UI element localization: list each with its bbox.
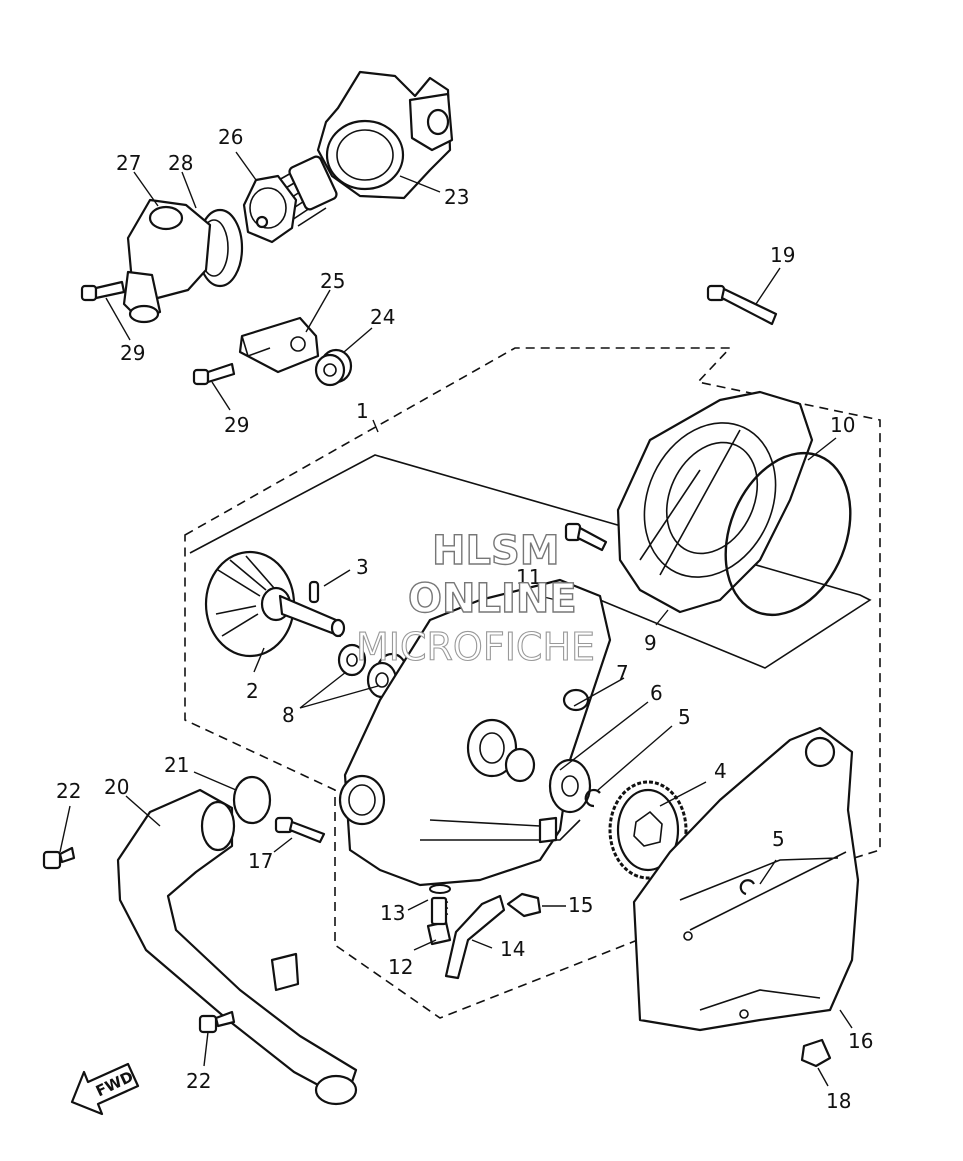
callout-labels: 1 2 3 4 5 5 6 7 8 9 10 11 12 13 14 15 16… xyxy=(56,125,873,1113)
callout-13: 13 xyxy=(380,901,405,925)
callout-29-upper: 29 xyxy=(120,341,145,365)
leader-lines xyxy=(59,151,853,1087)
callout-17: 17 xyxy=(248,849,273,873)
callout-20: 20 xyxy=(104,775,129,799)
callout-26: 26 xyxy=(218,125,243,149)
impeller-shaft xyxy=(204,550,346,658)
fwd-direction-arrow: FWD xyxy=(70,1062,140,1116)
callout-4: 4 xyxy=(714,759,727,783)
o-ring-21 xyxy=(232,775,272,825)
circlip-small xyxy=(739,879,755,896)
callout-6: 6 xyxy=(650,681,663,705)
callout-28: 28 xyxy=(168,151,193,175)
bolt-19 xyxy=(706,284,778,326)
plug xyxy=(800,1038,832,1068)
bolt-11 xyxy=(564,522,608,552)
callout-11: 11 xyxy=(516,565,541,589)
callout-23: 23 xyxy=(444,185,469,209)
watermark-line-1: HLSM xyxy=(432,528,560,574)
bracket xyxy=(238,316,320,374)
hose xyxy=(444,894,506,980)
watermark: HLSM ONLINE MICROFICHE xyxy=(355,527,595,669)
bolt-29-lower xyxy=(192,362,236,386)
callout-27: 27 xyxy=(116,151,141,175)
watermark-line-3: MICROFICHE xyxy=(356,625,595,669)
gasket-washer xyxy=(429,884,451,894)
callout-12: 12 xyxy=(388,955,413,979)
gasket-plate xyxy=(632,726,860,1032)
callout-1: 1 xyxy=(356,399,369,423)
callout-16: 16 xyxy=(848,1029,873,1053)
callout-21: 21 xyxy=(164,753,189,777)
circlip xyxy=(584,788,601,808)
callout-24: 24 xyxy=(370,305,395,329)
drain-bolt xyxy=(426,896,452,946)
callout-7: 7 xyxy=(616,661,629,685)
callout-15: 15 xyxy=(568,893,593,917)
drive-gear xyxy=(608,780,688,880)
thermostat-cover xyxy=(122,198,244,324)
water-pump-housing xyxy=(338,578,612,887)
callout-29-lower: 29 xyxy=(224,413,249,437)
thermostat-spring xyxy=(269,155,338,227)
callout-9: 9 xyxy=(644,631,657,655)
callout-18: 18 xyxy=(826,1089,851,1113)
bolt-29-upper xyxy=(80,280,126,302)
callout-22-upper: 22 xyxy=(56,779,81,803)
inner-group-line xyxy=(189,454,872,669)
callout-22-lower: 22 xyxy=(186,1069,211,1093)
callout-3: 3 xyxy=(356,555,369,579)
thermostat xyxy=(242,174,298,244)
watermark-line-2: ONLINE xyxy=(408,576,577,622)
hose-fitting xyxy=(506,892,542,918)
o-ring xyxy=(724,451,852,617)
bolt-17 xyxy=(274,816,326,844)
bolt-22-upper xyxy=(42,846,76,870)
grommet xyxy=(314,348,353,387)
callout-14: 14 xyxy=(500,937,525,961)
callout-25: 25 xyxy=(320,269,345,293)
water-pipe xyxy=(116,788,358,1106)
callout-8: 8 xyxy=(282,703,295,727)
pin xyxy=(308,580,320,604)
thermostat-housing xyxy=(316,70,454,200)
bolt-22-lower xyxy=(198,1010,236,1034)
callout-10: 10 xyxy=(830,413,855,437)
callout-5-lower: 5 xyxy=(772,827,785,851)
callout-2: 2 xyxy=(246,679,259,703)
callout-19: 19 xyxy=(770,243,795,267)
callout-5: 5 xyxy=(678,705,691,729)
oil-seal-small xyxy=(337,643,367,677)
pump-housing-cover xyxy=(616,390,814,614)
